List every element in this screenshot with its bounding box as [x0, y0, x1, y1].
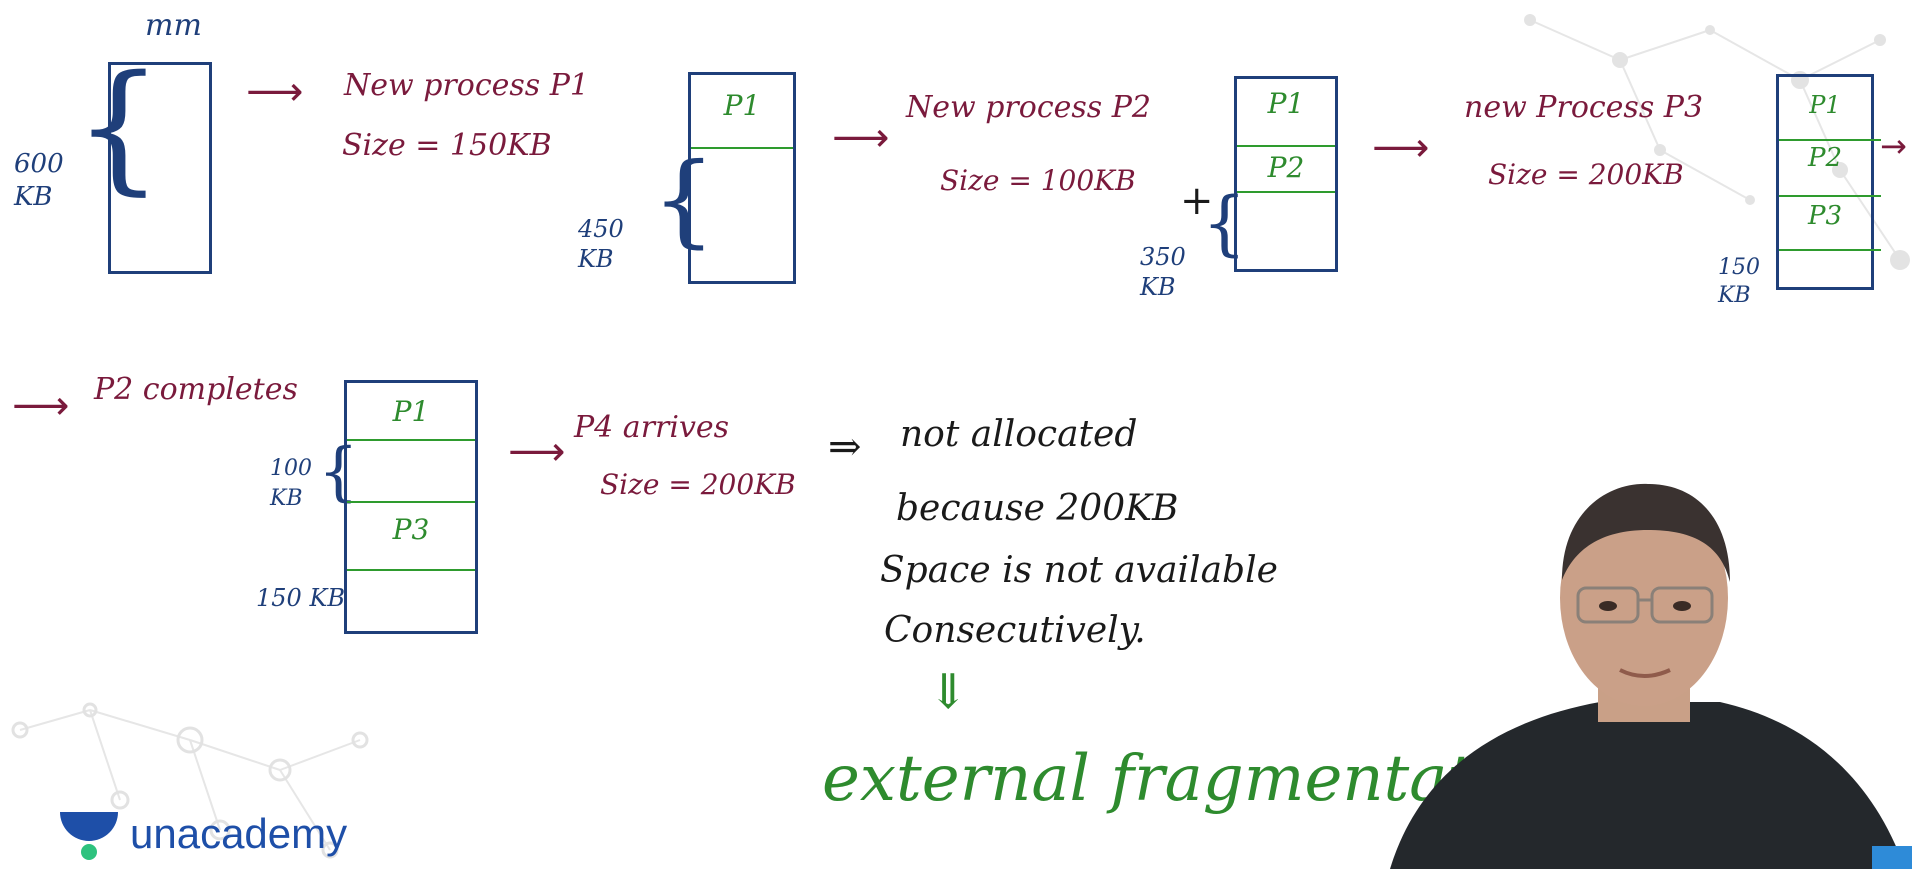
down-arrow: ⇓ — [928, 664, 969, 720]
implies-symbol: ⇒ — [828, 424, 862, 470]
p4-size-text: Size = 200KB — [600, 468, 796, 501]
partition-line — [1779, 139, 1881, 141]
new-process-p3-text: new Process P3 — [1464, 90, 1704, 125]
arrow-5: ⟶ — [12, 383, 70, 429]
arrow-2: ⟶ — [832, 115, 890, 161]
arrow-6: ⟶ — [508, 429, 566, 475]
note-line-3: Space is not available — [880, 550, 1278, 591]
partition-line — [347, 569, 475, 571]
partition-line — [1779, 249, 1881, 251]
partition-p1-label: P1 — [1809, 91, 1841, 119]
partition-p1-label: P1 — [723, 89, 761, 122]
brand-name: unacademy — [130, 810, 348, 857]
partition-p1-label: P1 — [1267, 87, 1305, 120]
brace-450kb: { — [652, 141, 716, 258]
p3-size-text: Size = 200KB — [1488, 158, 1684, 191]
partition-p2-label: P2 — [1807, 143, 1843, 173]
note-line-1: not allocated — [900, 414, 1138, 455]
partition-line — [1237, 145, 1335, 147]
hole1-size-label: 100 KB — [270, 456, 312, 511]
arrow-4: → — [1880, 127, 1907, 165]
arrow-3: ⟶ — [1372, 125, 1430, 171]
block4-size-label: 150 KB — [1718, 255, 1760, 308]
new-process-p2-text: New process P2 — [906, 90, 1151, 125]
block3-size-label: 350 KB — [1140, 243, 1186, 301]
memory-block-2: P1 — [688, 72, 796, 284]
brace-350kb: { — [1202, 182, 1247, 264]
p4-arrives-text: P4 arrives — [574, 410, 730, 445]
note-line-2: because 200KB — [896, 488, 1179, 529]
partition-p1-label: P1 — [392, 395, 430, 428]
arrow-1: ⟶ — [246, 69, 304, 115]
hole2-size-label: 150 KB — [256, 584, 346, 612]
memory-block-1 — [108, 62, 212, 274]
brace-600kb: { — [74, 46, 164, 209]
memory-block-4: P1 P2 P3 — [1776, 74, 1881, 290]
memory-block-5: P1 P3 — [344, 380, 478, 634]
partition-line — [347, 439, 475, 441]
partition-p2-label: P2 — [1267, 151, 1305, 184]
unacademy-logo: unacademy — [58, 808, 347, 860]
p2-size-text: Size = 100KB — [940, 164, 1136, 197]
mm-label: mm — [145, 8, 202, 43]
plus-mark: + — [1180, 178, 1214, 224]
note-line-4: Consecutively. — [884, 610, 1146, 651]
memory-block-3: P1 P2 — [1234, 76, 1338, 272]
partition-p3-label: P3 — [1807, 201, 1843, 231]
brace-100kb: { — [318, 435, 359, 509]
block2-size-label: 450 KB — [578, 215, 624, 273]
partition-line — [347, 501, 475, 503]
partition-line — [1237, 191, 1335, 193]
partition-line — [1779, 195, 1881, 197]
unacademy-logo-icon — [60, 812, 118, 860]
partition-line — [691, 147, 793, 149]
presenter-video-figure — [1390, 483, 1912, 869]
partition-p3-label: P3 — [392, 513, 430, 546]
p1-size-text: Size = 150KB — [342, 128, 552, 163]
new-process-p1-text: New process P1 — [344, 68, 589, 103]
p2-completes-text: P2 completes — [94, 372, 298, 407]
external-fragmentation-text: external fragmentatⁿ — [822, 742, 1500, 816]
block1-size-label: 600 KB — [14, 149, 64, 212]
